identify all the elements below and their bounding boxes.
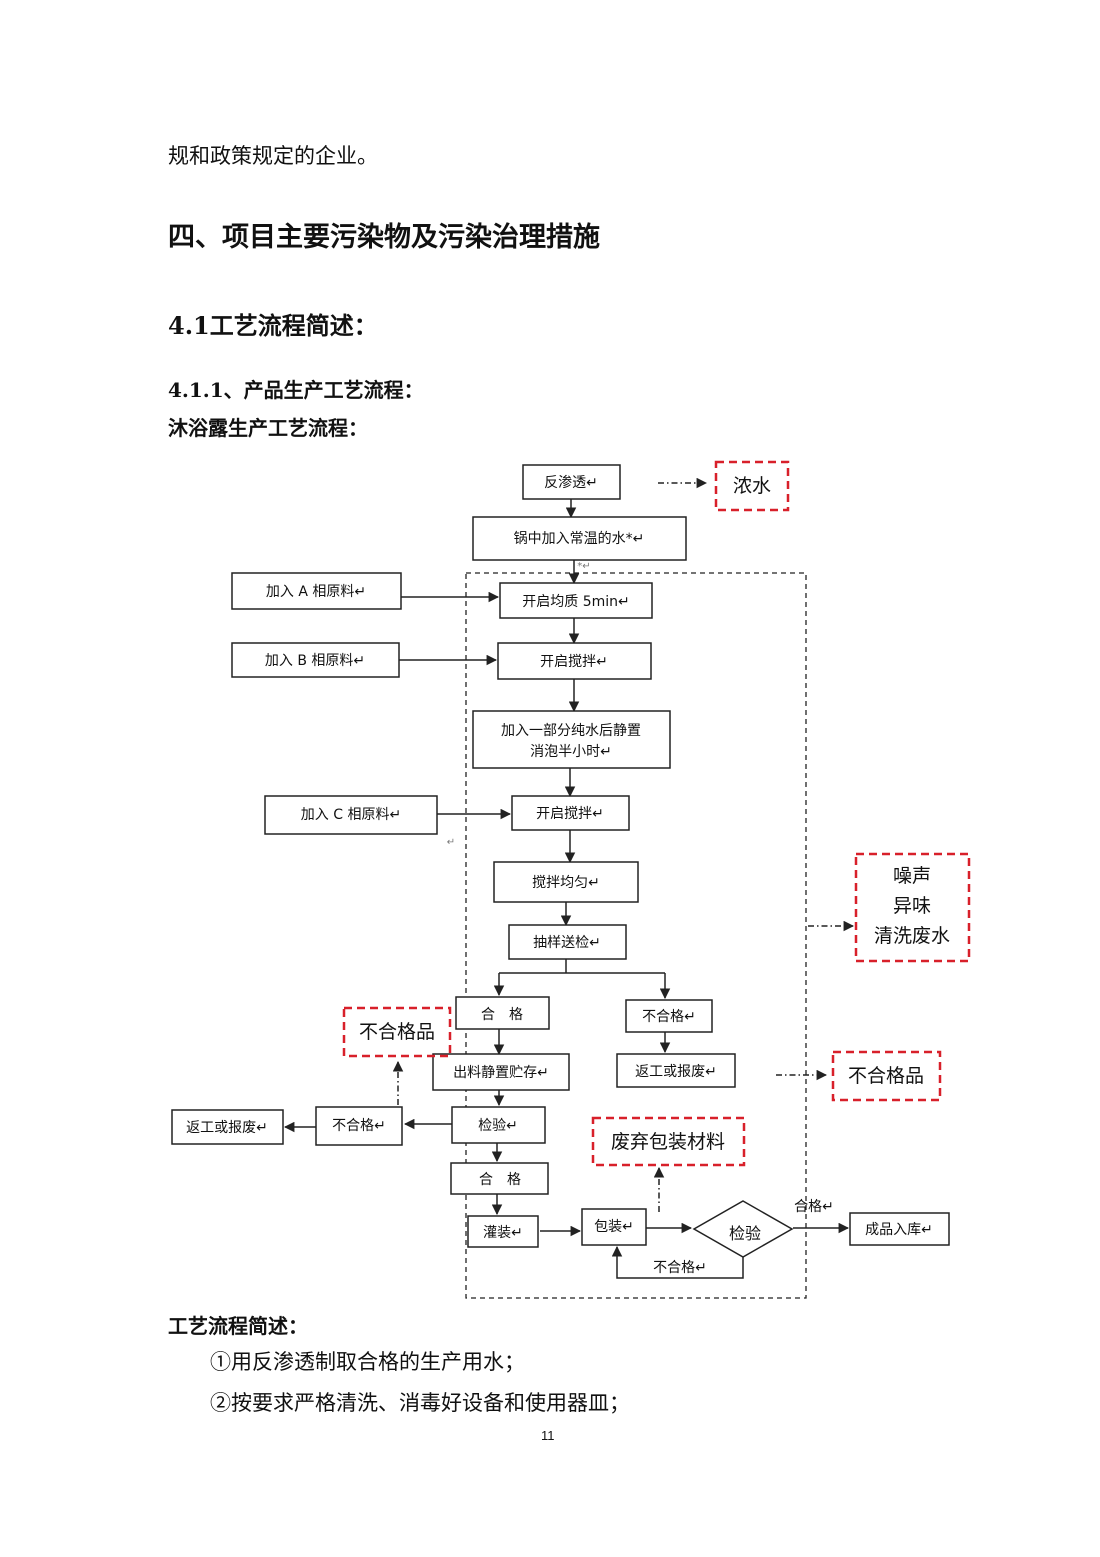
- stir-even-label: 搅拌均匀↵: [532, 875, 600, 891]
- rework1-label: 返工或报废↵: [635, 1064, 717, 1080]
- emission-connectors: [392, 477, 855, 1212]
- homogenize-label: 开启均质 5min↵: [522, 594, 630, 610]
- warehouse-label: 成品入库↵: [865, 1222, 933, 1238]
- noise-odor-wash-box: [854, 852, 971, 963]
- inspect1-box: [451, 1106, 546, 1144]
- reject-right-box: [831, 1050, 942, 1102]
- pack-label: 包装↵: [594, 1219, 634, 1235]
- add-b-label: 加入 B 相原料↵: [265, 653, 365, 669]
- fail2-label: 不合格↵: [332, 1118, 386, 1134]
- step-1: ①用反渗透制取合格的生产用水；: [210, 1350, 525, 1374]
- pass2-box: [450, 1162, 549, 1195]
- continuation-text: 规和政策规定的企业。: [168, 144, 378, 168]
- conc-water-label: 浓水: [733, 475, 771, 497]
- inspect2-label: 检验: [729, 1224, 761, 1243]
- pass1-label: 合 格: [481, 1007, 523, 1023]
- flow-connectors: [283, 499, 850, 1279]
- fail-label: 不合格↵: [653, 1260, 707, 1276]
- sample-label: 抽样送检↵: [533, 935, 601, 951]
- process-boundary-frame: [465, 572, 807, 1299]
- star-mark: *↵: [577, 561, 590, 572]
- fill-box: [467, 1215, 539, 1248]
- sample-box: [508, 924, 627, 960]
- add-a-label: 加入 A 相原料↵: [266, 584, 366, 600]
- ro-box: [522, 464, 621, 500]
- pot-water-box: [472, 516, 687, 561]
- reject-left-box: [342, 1006, 452, 1058]
- fail1-box: [625, 999, 713, 1033]
- ro-label: 反渗透↵: [544, 475, 598, 491]
- rework2-label: 返工或报废↵: [186, 1120, 268, 1136]
- fail1-label: 不合格↵: [642, 1009, 696, 1025]
- packaging-waste-box: [591, 1116, 746, 1167]
- stir1-label: 开启搅拌↵: [540, 654, 608, 670]
- stir2-label: 开启搅拌↵: [536, 806, 604, 822]
- subsubsection-heading: 4.1.1、产品生产工艺流程：: [168, 378, 424, 402]
- fill-label: 灌装↵: [483, 1225, 523, 1241]
- reject-left-label: 不合格品: [359, 1021, 435, 1043]
- add-b-box: [231, 642, 400, 678]
- add-c-box: [264, 795, 438, 835]
- pot-water-label: 锅中加入常温的水*↵: [514, 531, 645, 547]
- step-2: ②按要求严格清洗、消毒好设备和使用器皿；: [210, 1391, 630, 1415]
- inspect1-label: 检验↵: [478, 1118, 518, 1134]
- pass1-box: [455, 996, 550, 1030]
- add-pure-water-label-1: 加入一部分纯水后静置: [501, 723, 641, 739]
- odor-label: 异味: [893, 895, 931, 917]
- add-pure-water-box: [472, 710, 671, 769]
- warehouse-box: [849, 1212, 950, 1246]
- section-heading: 四、项目主要污染物及污染治理措施: [168, 222, 600, 253]
- return-mark: ↵: [447, 837, 455, 848]
- inspect2-diamond: [692, 1200, 794, 1258]
- pack-box: [581, 1208, 647, 1246]
- add-c-label: 加入 C 相原料↵: [301, 807, 401, 823]
- rework1-box: [616, 1053, 736, 1088]
- stir-even-box: [493, 861, 639, 903]
- diagram-heading: 沐浴露生产工艺流程：: [168, 416, 368, 440]
- rework2-box: [171, 1109, 284, 1145]
- reject-right-label: 不合格品: [848, 1065, 924, 1087]
- add-a-box: [231, 572, 402, 610]
- store-box: [432, 1053, 570, 1091]
- conc-water-box: [714, 460, 790, 512]
- noise-label: 噪声: [893, 865, 931, 887]
- pass-label: 合格↵: [794, 1199, 834, 1215]
- store-label: 出料静置贮存↵: [453, 1065, 549, 1081]
- brief-title: 工艺流程简述：: [168, 1314, 308, 1338]
- packaging-waste-label: 废弃包装材料: [611, 1131, 725, 1153]
- stir2-box: [511, 795, 630, 831]
- homogenize-box: [499, 582, 653, 619]
- add-pure-water-label-2: 消泡半小时↵: [530, 744, 612, 760]
- wash-water-label: 清洗废水: [874, 925, 950, 947]
- page-number: 11: [541, 1428, 555, 1443]
- stir1-box: [497, 642, 652, 680]
- subsection-heading: 4.1工艺流程简述：: [168, 311, 378, 340]
- pass2-label: 合 格: [479, 1172, 521, 1188]
- fail2-box: [315, 1106, 403, 1146]
